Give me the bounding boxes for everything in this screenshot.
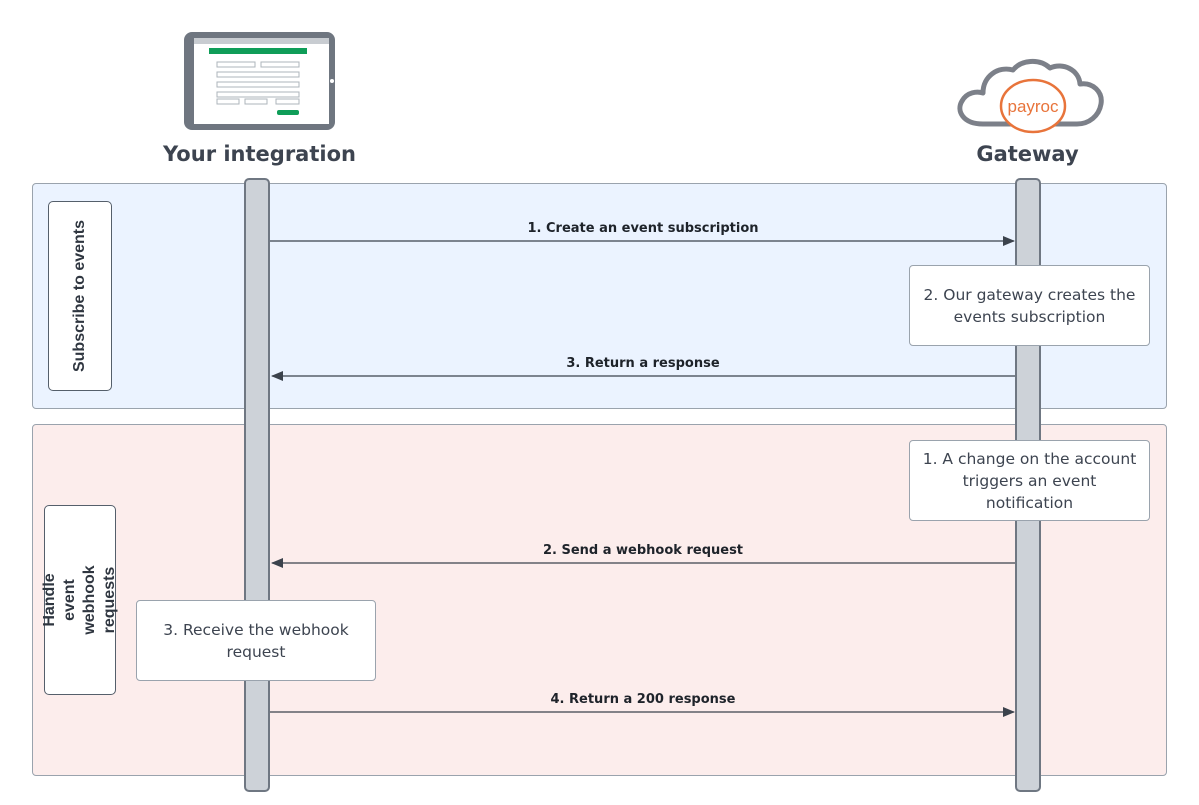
actor-title-your-integration: Your integration [163,142,356,166]
note-receive-webhook-request: 3. Receive the webhook request [136,600,376,681]
note-gateway-creates-subscription: 2. Our gateway creates the events subscr… [909,265,1150,346]
message-label-send-webhook: 2. Send a webhook request [542,543,744,558]
group-label-box-subscribe: Subscribe to events [48,201,112,391]
lifeline-your-integration [244,178,270,792]
payroc-logo-text: payroc [1007,97,1059,116]
laptop-form-icon [183,31,336,131]
group-label-box-handle: Handle event webhook requests [41,505,118,695]
message-label-return-200: 4. Return a 200 response [550,692,736,707]
message-label-create-subscription: 1. Create an event subscription [527,221,759,236]
message-label-return-response: 3. Return a response [566,356,720,371]
payroc-cloud-icon: payroc [953,56,1108,134]
note-account-change-triggers-event: 1. A change on the account triggers an e… [909,440,1150,521]
actor-title-gateway: Gateway [976,142,1079,166]
